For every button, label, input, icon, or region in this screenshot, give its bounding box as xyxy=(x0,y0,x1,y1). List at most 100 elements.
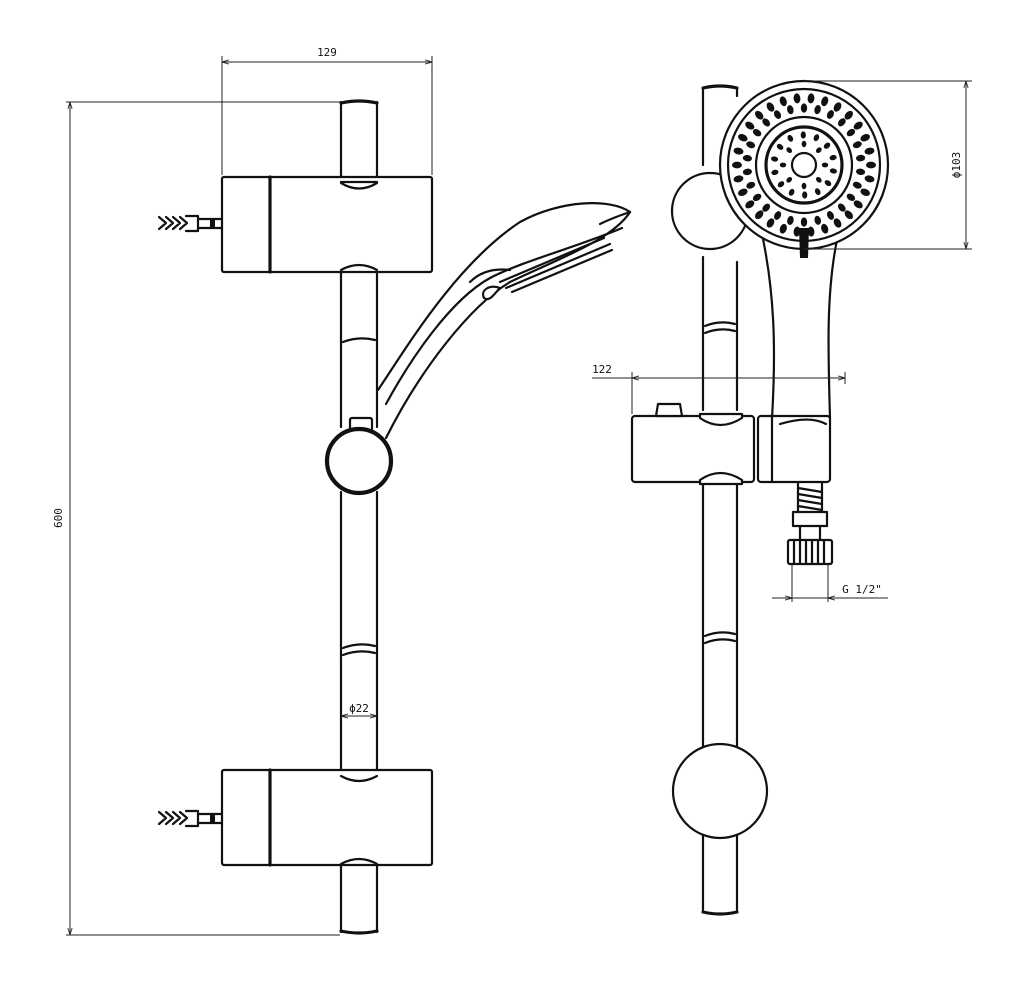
nozzle xyxy=(833,102,842,112)
side-slider xyxy=(324,416,394,496)
nozzle xyxy=(787,105,794,115)
nozzle xyxy=(742,154,752,162)
nozzle xyxy=(766,102,775,112)
nozzle xyxy=(793,226,801,237)
nozzle xyxy=(776,143,784,150)
dim-600-label: 600 xyxy=(52,508,65,528)
nozzle xyxy=(815,176,822,183)
nozzle xyxy=(777,181,785,188)
nozzle xyxy=(864,147,875,155)
nozzle xyxy=(844,210,853,220)
nozzle xyxy=(742,168,752,176)
nozzle xyxy=(746,181,756,189)
front-handle xyxy=(758,223,840,420)
side-view: 129 600 ϕ22 xyxy=(52,46,632,936)
dim-129: 129 xyxy=(221,46,433,175)
nozzle xyxy=(829,168,837,174)
nozzle xyxy=(787,134,794,142)
nozzle xyxy=(766,218,775,228)
nozzle xyxy=(738,188,748,197)
nozzle xyxy=(745,200,755,209)
bottom-bracket xyxy=(220,768,434,867)
nozzle xyxy=(846,193,856,202)
nozzle xyxy=(853,200,863,209)
dim-phi103-label: ϕ103 xyxy=(950,152,963,179)
nozzle xyxy=(771,156,779,162)
nozzle xyxy=(837,203,846,212)
nozzle xyxy=(774,211,782,220)
nozzle xyxy=(802,191,808,199)
nozzle xyxy=(738,133,748,142)
dim-phi22-label: ϕ22 xyxy=(349,702,369,715)
dim-129-label: 129 xyxy=(317,46,337,59)
nozzle xyxy=(779,162,787,168)
nozzle xyxy=(844,110,853,120)
nozzle xyxy=(821,223,829,234)
nozzle xyxy=(866,161,876,169)
nozzle xyxy=(733,147,744,155)
nozzle xyxy=(801,182,807,190)
nozzle-pattern xyxy=(732,93,876,237)
nozzle xyxy=(733,175,744,183)
dim-122-label: 122 xyxy=(592,363,612,376)
bottom-wall-plug xyxy=(157,809,224,828)
nozzle xyxy=(779,223,787,234)
nozzle xyxy=(807,93,815,104)
dim-phi103: ϕ103 xyxy=(804,80,972,250)
nozzle xyxy=(762,118,771,127)
nozzle xyxy=(788,188,795,196)
nozzle xyxy=(800,103,808,113)
dim-g-half: G 1/2" xyxy=(772,564,888,602)
top-bracket xyxy=(220,175,434,274)
front-view: ϕ103 122 G 1/2" xyxy=(592,79,972,916)
nozzle xyxy=(856,168,866,176)
nozzle xyxy=(762,203,771,212)
dim-phi22: ϕ22 xyxy=(341,702,377,716)
nozzle xyxy=(793,93,801,104)
nozzle xyxy=(800,131,806,139)
nozzle xyxy=(752,193,762,202)
nozzle xyxy=(852,141,862,149)
nozzle xyxy=(856,154,866,162)
nozzle xyxy=(755,110,764,120)
nozzle xyxy=(786,176,793,183)
nozzle xyxy=(755,210,764,220)
nozzle xyxy=(807,226,815,237)
nozzle xyxy=(821,162,829,168)
nozzle xyxy=(846,128,856,137)
nozzle xyxy=(833,218,842,228)
nozzle xyxy=(752,128,762,137)
side-hand-shower xyxy=(376,202,632,440)
nozzle xyxy=(864,175,875,183)
nozzle xyxy=(779,96,787,107)
nozzle xyxy=(746,141,756,149)
dim-122: 122 xyxy=(592,363,846,414)
nozzle xyxy=(786,147,793,154)
front-shower-head xyxy=(718,79,890,258)
dim-600: 600 xyxy=(52,101,340,936)
nozzle xyxy=(853,121,863,130)
nozzle xyxy=(852,181,862,189)
nozzle xyxy=(826,110,834,119)
front-rail xyxy=(701,84,739,916)
nozzle xyxy=(821,96,829,107)
nozzle xyxy=(826,211,835,220)
nozzle xyxy=(771,169,779,176)
nozzle xyxy=(745,121,755,130)
nozzle xyxy=(813,134,820,142)
nozzle xyxy=(773,110,782,119)
nozzle xyxy=(815,147,822,154)
nozzle xyxy=(823,142,831,149)
nozzle xyxy=(860,133,870,142)
nozzle xyxy=(814,215,821,225)
nozzle xyxy=(801,140,807,148)
front-lower-knob xyxy=(671,742,769,840)
dim-g-half-label: G 1/2" xyxy=(842,583,882,596)
nozzle xyxy=(829,154,837,161)
nozzle xyxy=(837,118,846,127)
nozzle xyxy=(860,188,870,197)
side-rail xyxy=(339,99,379,935)
nozzle xyxy=(814,188,821,196)
nozzle xyxy=(787,215,794,225)
